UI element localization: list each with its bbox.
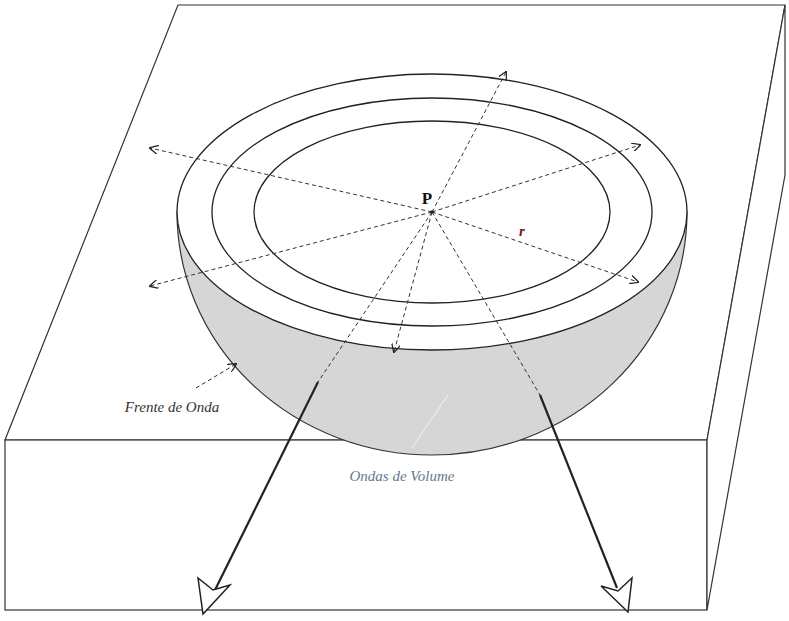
slab-front-face (5, 440, 707, 610)
point-label: P (420, 190, 434, 209)
hemisphere-highlight (412, 395, 448, 448)
slab-side-face (707, 5, 785, 610)
wavefront-label: Frente de Onda (123, 399, 221, 416)
wavefront-outer (177, 74, 687, 350)
arrowhead-left (198, 578, 230, 614)
wavefront-inner (254, 121, 610, 303)
wavefront-middle (212, 98, 652, 326)
arrowhead-right (601, 578, 632, 612)
ray-lines (150, 72, 640, 395)
radius-label: r (517, 223, 527, 240)
volume-wave-label: Ondas de Volume (348, 468, 457, 485)
wavefront-leader (196, 364, 236, 388)
source-point (430, 210, 434, 214)
volume-wave-arrows (215, 382, 617, 590)
